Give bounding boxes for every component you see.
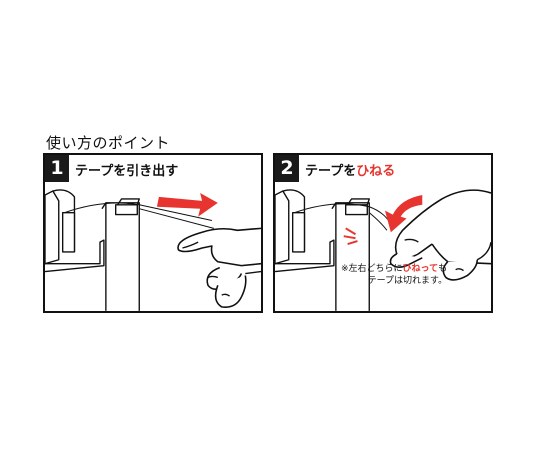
step-header-1: 1 テープを引き出す <box>45 155 261 182</box>
step-title-accent: ひねる <box>356 164 396 179</box>
pull-tape-illustration <box>45 189 261 311</box>
note-accent: ひねって <box>402 264 439 274</box>
step-number-badge: 1 <box>45 155 69 182</box>
tip-note: ※左右どちらにひねっても テープは切れます。 <box>341 264 448 286</box>
step-header-2: 2 テープをひねる <box>275 155 491 182</box>
snap-marks-icon <box>343 227 358 245</box>
twist-tape-illustration <box>275 189 491 311</box>
step-title: テープを引き出す <box>75 164 179 179</box>
pull-arrow-icon <box>156 193 218 217</box>
twist-arrow-icon <box>384 194 423 233</box>
section-heading: 使い方のポイント <box>46 134 171 152</box>
step-panel-2: 2 テープをひねる <box>273 153 493 313</box>
step-panel-1: 1 テープを引き出す <box>43 153 263 313</box>
step-title: テープをひねる <box>305 164 396 179</box>
step-number-badge: 2 <box>275 155 299 182</box>
